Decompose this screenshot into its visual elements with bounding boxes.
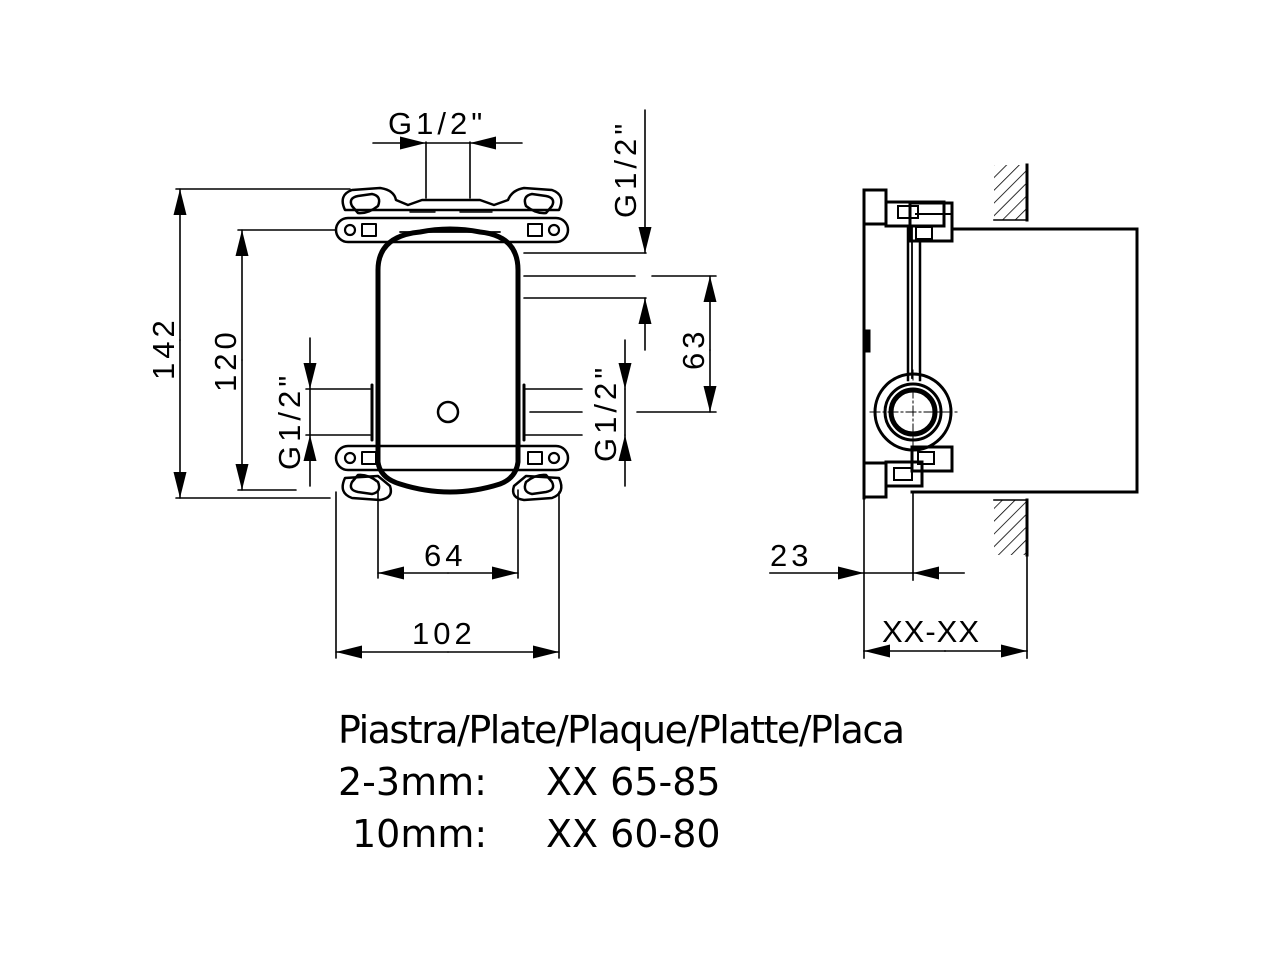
legend-range: XX 60-80 — [546, 812, 721, 856]
top-bracket — [334, 186, 570, 244]
dim-top-thread-label: G1/2" — [388, 106, 486, 141]
dim-fixing-width-label: 64 — [424, 538, 466, 573]
dim-overall-height-label: 142 — [146, 316, 181, 380]
front-view — [173, 109, 717, 659]
legend-thickness: 10mm: — [352, 812, 488, 856]
center-hole — [436, 400, 460, 424]
dim-left-bottom-thread-label: G1/2" — [272, 372, 307, 470]
valve-body-outline — [375, 226, 521, 495]
legend-row: 10mm: XX 60-80 — [338, 808, 904, 860]
dim-right-bottom-thread-label: G1/2" — [588, 364, 623, 462]
dim-right-top-thread-label: G1/2" — [608, 120, 643, 218]
legend-title: Piastra/Plate/Plaque/Platte/Placa — [338, 708, 905, 752]
dim-fixing-height-label: 120 — [208, 328, 243, 392]
plate-thickness-legend: Piastra/Plate/Plaque/Platte/Placa 2-3mm:… — [338, 704, 905, 860]
bottom-bracket — [334, 444, 570, 502]
dim-connection-spacing-label: 63 — [676, 328, 711, 370]
legend-thickness: 2-3mm: — [338, 760, 487, 804]
legend-range: XX 65-85 — [546, 760, 721, 804]
side-view — [769, 163, 1139, 659]
legend-row: 2-3mm: XX 65-85 — [338, 756, 904, 808]
dim-recess-depth-label: XX-XX — [882, 614, 980, 649]
dim-overall-width-label: 102 — [412, 616, 476, 651]
dim-depth-min-label: 23 — [770, 538, 812, 573]
